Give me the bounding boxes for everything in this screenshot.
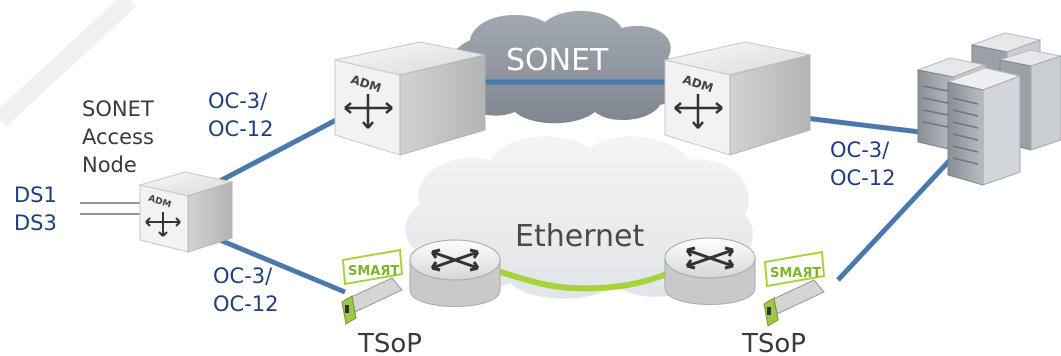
adm-access-arrows-icon bbox=[145, 212, 181, 237]
adm-left-arrows-icon bbox=[344, 94, 393, 129]
smart-right-label: SMAЯT bbox=[770, 266, 821, 281]
ds1-label: DS1 bbox=[14, 183, 57, 207]
server-rack-icon bbox=[916, 32, 1061, 186]
sonet-cloud bbox=[445, 10, 682, 124]
smart-left-label: SMAЯT bbox=[348, 264, 399, 279]
tsop-right-module: SMAЯT bbox=[763, 250, 826, 327]
sonet-cloud-label: SONET bbox=[506, 43, 609, 78]
adm-right-arrows-icon bbox=[674, 94, 723, 129]
background-stripe bbox=[0, 0, 137, 127]
ds3-label: DS3 bbox=[14, 211, 57, 235]
tsop-right-label: TSoP bbox=[741, 329, 806, 356]
adm-access-node-cube: ADM bbox=[138, 171, 234, 253]
router-right bbox=[664, 237, 756, 305]
router-left bbox=[409, 239, 501, 307]
link-adm-right-to-servers bbox=[804, 115, 921, 135]
oc-left-top-line1: OC-3/ bbox=[208, 89, 268, 113]
oc-right-line1: OC-3/ bbox=[830, 138, 890, 162]
access-node-label-line3: Node bbox=[82, 153, 137, 177]
adm-left-cube: ADM bbox=[334, 41, 486, 156]
tsop-left-label: TSoP bbox=[357, 329, 422, 356]
link-access-to-tsop-left bbox=[214, 235, 346, 295]
ethernet-cloud-label: Ethernet bbox=[515, 219, 644, 254]
link-access-to-adm-left bbox=[216, 115, 342, 185]
router-right-arrows-icon bbox=[685, 246, 735, 270]
tsop-left-module: SMAЯT bbox=[341, 248, 404, 325]
oc-left-bottom-line1: OC-3/ bbox=[213, 264, 273, 288]
oc-right-line2: OC-12 bbox=[830, 166, 896, 190]
access-node-label-line2: Access bbox=[82, 125, 154, 149]
oc-left-top-line2: OC-12 bbox=[208, 117, 274, 141]
oc-left-bottom-line2: OC-12 bbox=[213, 292, 279, 316]
links bbox=[80, 79, 952, 295]
access-node-label-line1: SONET bbox=[82, 97, 154, 121]
router-left-arrows-icon bbox=[430, 248, 480, 272]
link-servers-to-tsop-right bbox=[836, 158, 952, 282]
adm-right-cube: ADM bbox=[664, 41, 811, 156]
ethernet-link-router-to-router bbox=[494, 263, 691, 292]
